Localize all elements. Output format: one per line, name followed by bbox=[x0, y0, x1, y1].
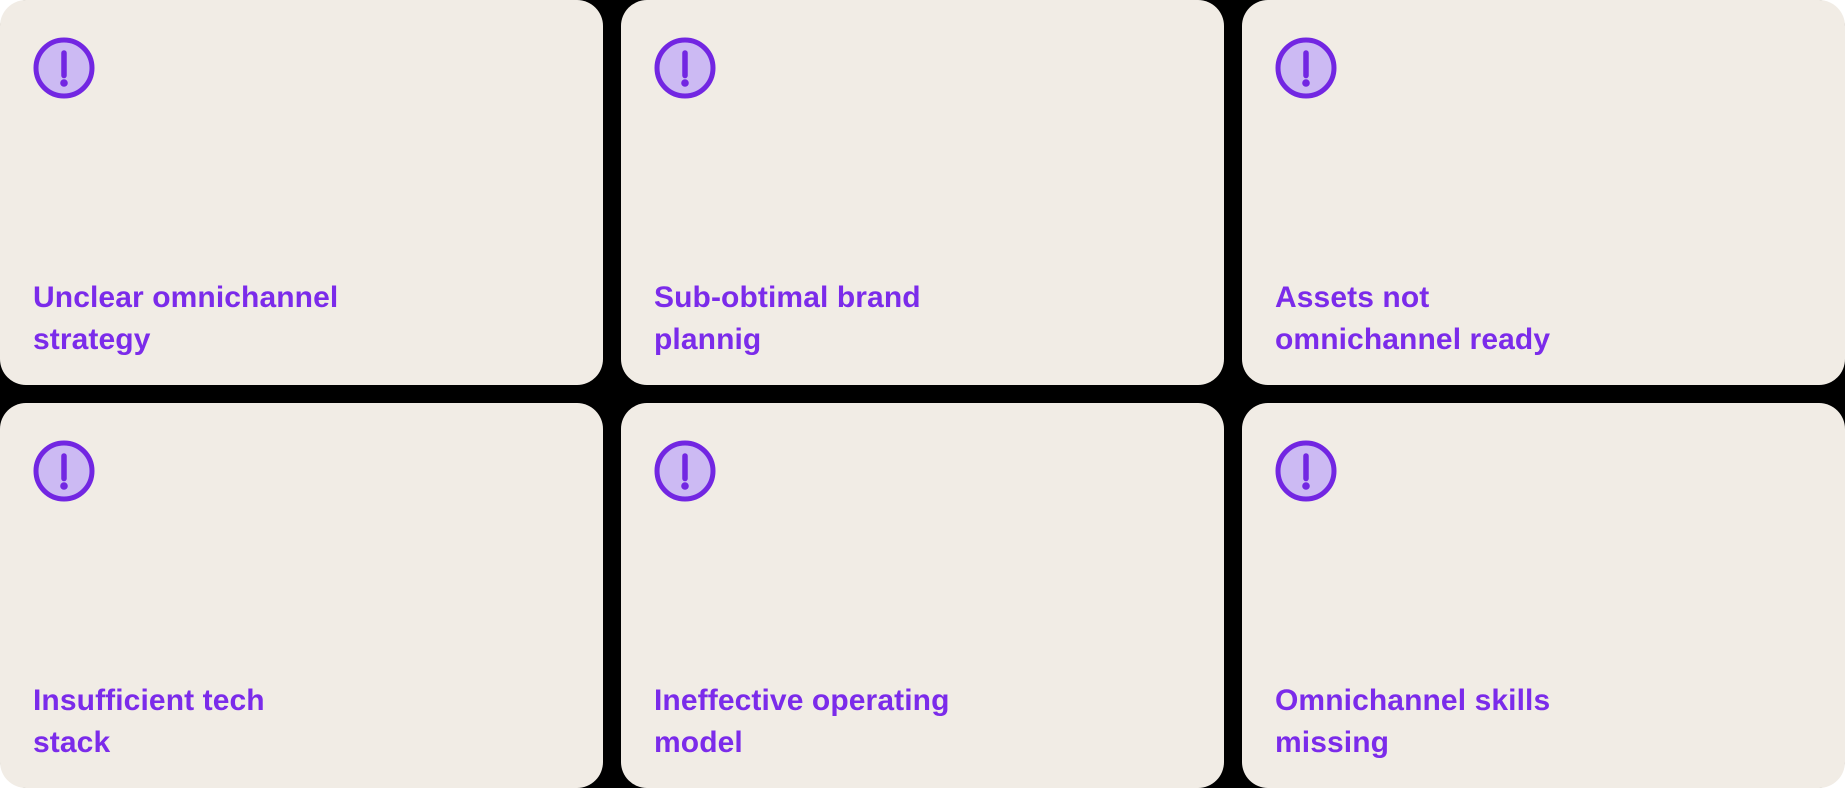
card-label: Insufficient tech stack bbox=[33, 684, 265, 759]
issue-card-omnichannel-skills-missing: Omnichannel skills missing bbox=[1242, 403, 1845, 788]
alert-circle-icon bbox=[1275, 37, 1337, 99]
issue-card-unclear-omnichannel-strategy: Unclear omnichannel strategy bbox=[0, 0, 603, 385]
issue-card-ineffective-operating-model: Ineffective operating model bbox=[621, 403, 1224, 788]
card-label: Sub-obtimal brand plannig bbox=[654, 281, 921, 356]
card-label: Ineffective operating model bbox=[654, 684, 950, 759]
issue-card-sub-obtimal-brand-plannig: Sub-obtimal brand plannig bbox=[621, 0, 1224, 385]
issue-card-insufficient-tech-stack: Insufficient tech stack bbox=[0, 403, 603, 788]
alert-circle-icon bbox=[33, 37, 95, 99]
alert-circle-icon bbox=[33, 440, 95, 502]
card-label: Assets not omnichannel ready bbox=[1275, 281, 1551, 356]
alert-circle-icon bbox=[1275, 440, 1337, 502]
alert-circle-icon bbox=[654, 440, 716, 502]
issue-card-assets-not-omnichannel-ready: Assets not omnichannel ready bbox=[1242, 0, 1845, 385]
card-label: Unclear omnichannel strategy bbox=[33, 281, 339, 356]
alert-circle-icon bbox=[654, 37, 716, 99]
card-label: Omnichannel skills missing bbox=[1275, 684, 1551, 759]
